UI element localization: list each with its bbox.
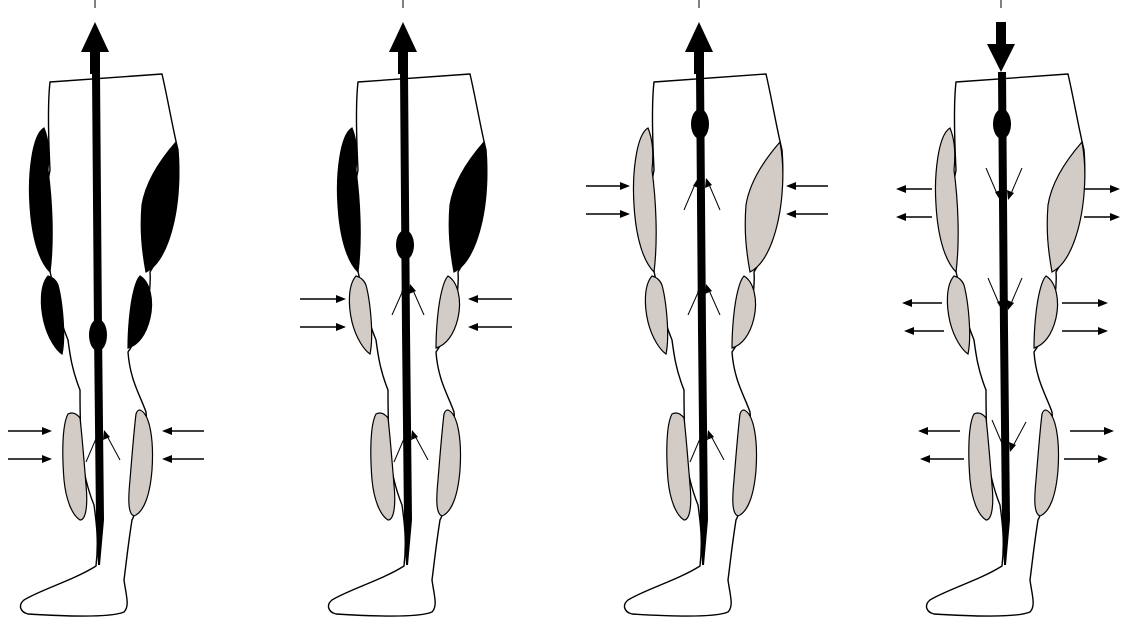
valve bbox=[691, 109, 709, 139]
flow-arrow-up-icon bbox=[81, 0, 109, 74]
panel-1 bbox=[8, 0, 204, 616]
panel-3 bbox=[586, 0, 828, 616]
flow-arrow-up-icon bbox=[389, 0, 417, 74]
thigh-muscle-left bbox=[338, 128, 361, 272]
panel-4 bbox=[896, 0, 1120, 616]
valve bbox=[993, 109, 1011, 139]
thigh-muscle-left bbox=[30, 128, 53, 272]
valve bbox=[89, 319, 107, 351]
panel-2 bbox=[300, 0, 512, 616]
valve bbox=[396, 230, 414, 260]
flow-arrow-up-icon bbox=[685, 0, 713, 74]
flow-arrow-down-icon bbox=[987, 0, 1015, 72]
thigh-muscle-left bbox=[634, 128, 657, 272]
thigh-muscle-left bbox=[936, 128, 959, 272]
